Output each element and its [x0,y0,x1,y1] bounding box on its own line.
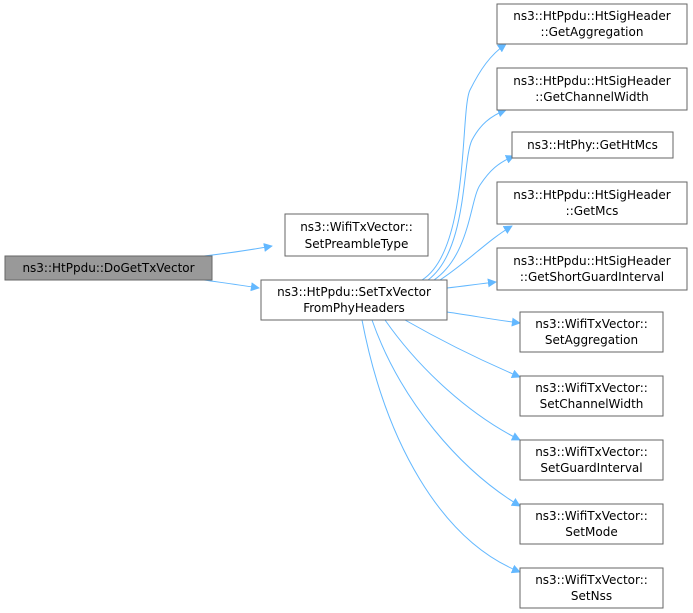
node-set-guard-interval[interactable]: ns3::WifiTxVector:: SetGuardInterval [519,439,664,481]
node-label-line-1: ns3::WifiTxVector:: [535,317,648,331]
node-label-line-1: ns3::WifiTxVector:: [535,445,648,459]
edges [203,43,521,574]
edge-root-to-set-preamble-type [203,243,273,257]
edge-set-tx-vector-to-set-mode [371,319,521,507]
edge-set-tx-vector-to-get-channel-width [427,108,507,281]
node-label-line-1: ns3::WifiTxVector:: [300,220,413,234]
node-label-line-2: SetNss [571,589,612,603]
node-set-nss[interactable]: ns3::WifiTxVector:: SetNss [519,567,664,609]
node-get-short-guard-interval[interactable]: ns3::HtPpdu::HtSigHeader ::GetShortGuard… [496,247,688,291]
edge-set-tx-vector-to-get-short-guard-interval [446,278,497,289]
node-label-line-1: ns3::WifiTxVector:: [535,573,648,587]
edge-set-tx-vector-to-set-nss [361,319,521,574]
node-label: ns3::HtPhy::GetHtMcs [527,138,658,152]
node-label-line-2: SetMode [565,525,617,539]
node-set-preamble-type[interactable]: ns3::WifiTxVector:: SetPreambleType [284,213,429,257]
node-label-line-2: SetChannelWidth [540,397,644,411]
node-label-line-2: FromPhyHeaders [303,301,405,315]
node-label-line-1: ns3::WifiTxVector:: [535,509,648,523]
edge-set-tx-vector-to-set-channel-width [404,319,521,378]
node-get-mcs[interactable]: ns3::HtPpdu::HtSigHeader ::GetMcs [496,181,688,225]
edge-root-to-set-tx-vector-from-phy-headers [203,279,260,292]
node-label: ns3::HtPpdu::DoGetTxVector [22,261,194,275]
node-get-aggregation[interactable]: ns3::HtPpdu::HtSigHeader ::GetAggregatio… [496,3,688,45]
node-label-line-2: ::GetShortGuardInterval [520,270,664,284]
node-set-aggregation[interactable]: ns3::WifiTxVector:: SetAggregation [519,311,664,353]
node-set-channel-width[interactable]: ns3::WifiTxVector:: SetChannelWidth [519,375,664,417]
node-label-line-2: SetPreambleType [305,237,409,251]
edge-set-tx-vector-to-set-guard-interval [384,319,521,441]
node-label-line-1: ns3::WifiTxVector:: [535,381,648,395]
node-do-get-tx-vector[interactable]: ns3::HtPpdu::DoGetTxVector [4,255,213,281]
node-label-line-2: ::GetAggregation [541,25,644,39]
node-label-line-2: ::GetChannelWidth [535,90,649,104]
nodes: ns3::HtPpdu::DoGetTxVector ns3::WifiTxVe… [4,3,688,609]
node-label-line-1: ns3::HtPpdu::HtSigHeader [513,74,671,88]
edge-set-tx-vector-to-get-mcs [439,225,513,281]
node-set-mode[interactable]: ns3::WifiTxVector:: SetMode [519,503,664,545]
node-label-line-1: ns3::HtPpdu::HtSigHeader [513,254,671,268]
node-set-tx-vector-from-phy-headers[interactable]: ns3::HtPpdu::SetTxVector FromPhyHeaders [260,279,448,321]
node-label-line-1: ns3::HtPpdu::SetTxVector [277,285,431,299]
node-label-line-2: SetAggregation [545,333,638,347]
edge-set-tx-vector-to-get-aggregation [421,43,507,281]
node-get-ht-mcs[interactable]: ns3::HtPhy::GetHtMcs [511,131,674,159]
node-label-line-1: ns3::HtPpdu::HtSigHeader [513,9,671,23]
node-get-channel-width[interactable]: ns3::HtPpdu::HtSigHeader ::GetChannelWid… [496,67,688,111]
node-label-line-2: ::GetMcs [566,204,619,218]
node-label-line-1: ns3::HtPpdu::HtSigHeader [513,188,671,202]
edge-set-tx-vector-to-get-ht-mcs [433,155,515,281]
edge-set-tx-vector-to-set-aggregation [446,311,521,327]
node-label-line-2: SetGuardInterval [540,461,642,475]
